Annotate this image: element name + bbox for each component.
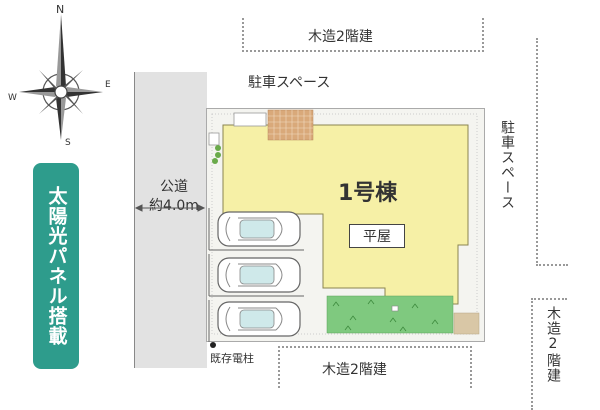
entrance-tiles — [267, 109, 314, 141]
road-label: 公道 約4.0m — [138, 178, 210, 216]
shrub — [215, 152, 221, 158]
compass-east-label: E — [105, 80, 111, 90]
tan-pad — [453, 312, 480, 335]
neighbor-right-boundary — [536, 38, 568, 266]
neighbor-house-top — [242, 18, 484, 52]
lot-inner-border — [211, 113, 478, 335]
car — [217, 301, 301, 337]
car — [217, 211, 301, 247]
building-type-box: 平屋 — [349, 224, 405, 248]
neighbor-house-bottom — [278, 346, 472, 388]
public-road — [134, 72, 207, 368]
shrub — [212, 158, 218, 164]
neighbor-house-top-label: 木造2階建 — [308, 29, 373, 45]
compass-north-label: N — [56, 3, 65, 16]
road-width-arrow — [134, 204, 206, 212]
storage-box — [233, 112, 267, 127]
utility-box — [208, 132, 220, 146]
car — [217, 257, 301, 293]
road-width-label: 約4.0m — [149, 198, 199, 214]
parking-bays — [208, 208, 304, 342]
compass-west-label: W — [8, 93, 17, 103]
neighbor-house-bottom-label: 木造2階建 — [322, 362, 387, 378]
building-name: 1号棟 — [338, 181, 398, 206]
solar-panel-label: 太陽光パネル搭載 — [45, 186, 68, 346]
solar-panel-badge: 太陽光パネル搭載 — [33, 163, 79, 369]
compass-rose — [19, 14, 103, 140]
utility-pole-marker — [210, 342, 216, 348]
parking-right-label: 駐車スペース — [499, 120, 515, 210]
shrub — [215, 145, 221, 151]
utility-pole-label: 既存電柱 — [210, 352, 254, 365]
road-label-name: 公道 — [160, 179, 188, 195]
lawn — [326, 295, 454, 334]
garden-light — [391, 305, 399, 312]
neighbor-house-right — [531, 298, 567, 410]
building-type-label: 平屋 — [363, 229, 391, 245]
neighbor-house-right-label: 木造2階建 — [545, 306, 561, 383]
compass-south-label: S — [65, 138, 71, 148]
parking-top-label: 駐車スペース — [248, 75, 331, 91]
